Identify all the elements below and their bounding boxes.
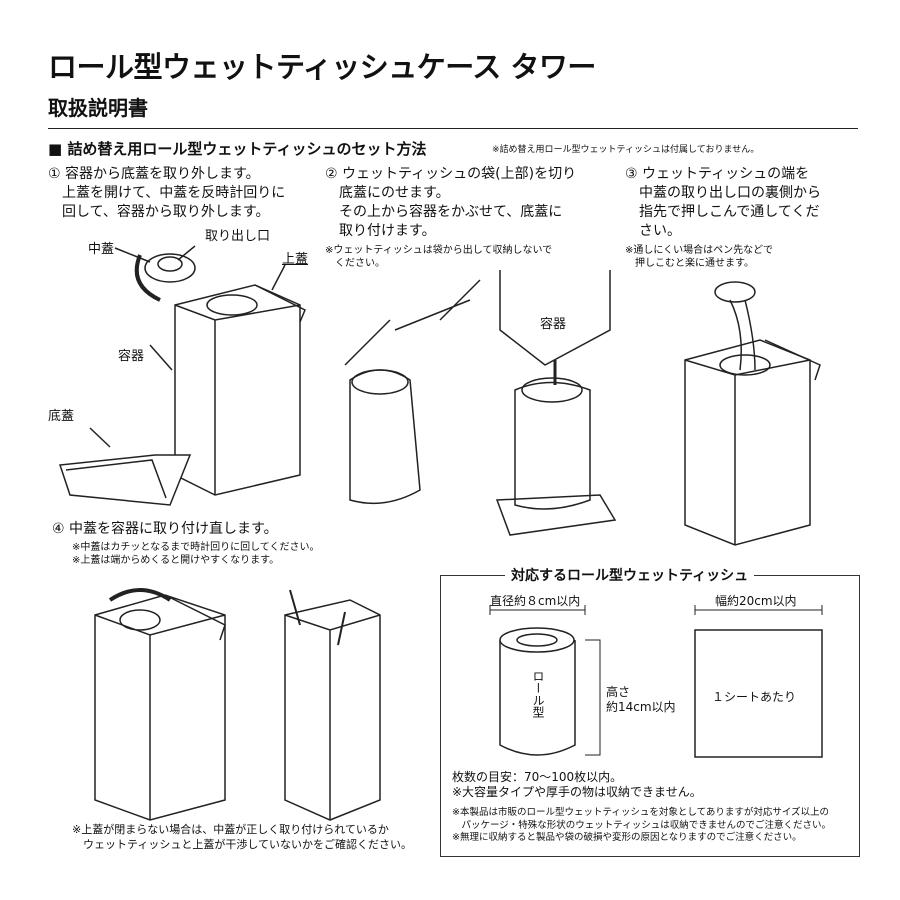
step3-container-illustration (684, 281, 821, 546)
diameter-label: 直径約８cm以内 (490, 594, 581, 608)
compatible-note: パッケージ・特殊な形状のウェットティッシュは収納できませんのでご注意ください。 (452, 819, 831, 831)
step1-container-illustration (58, 245, 306, 506)
label-uwa-buta: 上蓋 (282, 252, 309, 267)
step1-text: ① 容器から底蓋を取り外します。 上蓋を開けて、中蓋を反時計回りに 回して、容器… (48, 165, 285, 222)
step4-text: ④ 中蓋を容器に取り付け直します。 ※中蓋はカチッとなるまで時計回りに回してくだ… (52, 520, 319, 567)
step1-line: ① 容器から底蓋を取り外します。 (48, 166, 260, 182)
step2-bag-illustration (344, 270, 617, 536)
label-youki: 容器 (118, 349, 145, 364)
roll-and-sheet-diagram (489, 605, 823, 758)
label-youki-2: 容器 (540, 317, 567, 332)
count-info: 枚数の目安：70～100枚以内。 ※大容量タイプや厚手の物は収納できません。 (452, 770, 702, 800)
width-label: 幅約20cm以内 (715, 594, 797, 608)
label-toridashi: 取り出し口 (205, 229, 271, 244)
bottom-note: ウェットティッシュと上蓋が干渉していないかをご確認ください。 (72, 838, 413, 851)
step2-line: ② ウェットティッシュの袋(上部)を切り (325, 166, 577, 182)
sheet-label: １シートあたり (712, 690, 797, 704)
step2-text: ② ウェットティッシュの袋(上部)を切り 底蓋にのせます。 その上から容器をかぶ… (325, 165, 576, 270)
step3-text: ③ ウェットティッシュの端を 中蓋の取り出し口の裏側から 指先で押しこんで通して… (625, 165, 821, 270)
step3-line: 指先で押しこんで通してくだ (625, 204, 820, 220)
step2-note: ※ウェットティッシュは袋から出して収納しないで (325, 245, 553, 256)
step1-line: 上蓋を開けて、中蓋を反時計回りに (48, 185, 286, 201)
step3-note: ※通しにくい場合はペン先などで (625, 245, 773, 256)
height-label: 高さ (606, 685, 631, 699)
step3-line: 中蓋の取り出し口の裏側から (625, 185, 821, 201)
step2-line: 底蓋にのせます。 (325, 185, 450, 201)
section-heading: ■ 詰め替え用ロール型ウェットティッシュのセット方法 (48, 140, 427, 158)
label-soko-buta: 底蓋 (48, 409, 75, 424)
step4-note: ※上蓋は端からめくると開けやすくなります。 (72, 555, 280, 566)
step1-line: 回して、容器から取り外します。 (48, 204, 270, 220)
step4-bottom-notes: ※上蓋が閉まらない場合は、中蓋が正しく取り付けられているか ウェットティッシュと… (72, 822, 412, 852)
step3-note: 押しこむと楽に通せます。 (625, 258, 754, 269)
step2-line: その上から容器をかぶせて、底蓋に (325, 204, 563, 220)
divider (48, 128, 858, 129)
step3-line: さい。 (625, 223, 681, 239)
step4-container-illustrations (94, 588, 381, 821)
manual-subtitle: 取扱説明書 (48, 96, 148, 120)
compatible-note: ※無理に収納すると製品や袋の破損や変形の原因となりますのでご注意ください。 (452, 832, 802, 843)
count-note: ※大容量タイプや厚手の物は収納できません。 (452, 785, 702, 799)
step4-line: ④ 中蓋を容器に取り付け直します。 (52, 521, 278, 537)
step3-line: ③ ウェットティッシュの端を (625, 166, 810, 182)
section-note: ※詰め替え用ロール型ウェットティッシュは付属しておりません。 (492, 145, 760, 155)
compatible-title: 対応するロール型ウェットティッシュ (505, 565, 755, 585)
product-title: ロール型ウェットティッシュケース タワー (48, 50, 596, 84)
count-text: 枚数の目安：70～100枚以内。 (452, 770, 623, 784)
bottom-note: ※上蓋が閉まらない場合は、中蓋が正しく取り付けられているか (72, 823, 389, 836)
compatible-notes: ※本製品は市販のロール型ウェットティッシュを対象としてありますが対応サイズ以上の… (452, 807, 831, 845)
height-value: 約14cm以内 (606, 700, 676, 714)
label-naka-buta: 中蓋 (88, 242, 115, 257)
step2-note: ください。 (325, 258, 385, 269)
compatible-note: ※本製品は市販のロール型ウェットティッシュを対象としてありますが対応サイズ以上の (452, 807, 830, 818)
roll-label: ロール型 (531, 670, 545, 718)
step4-note: ※中蓋はカチッとなるまで時計回りに回してください。 (72, 542, 320, 553)
step2-line: 取り付けます。 (325, 223, 436, 239)
